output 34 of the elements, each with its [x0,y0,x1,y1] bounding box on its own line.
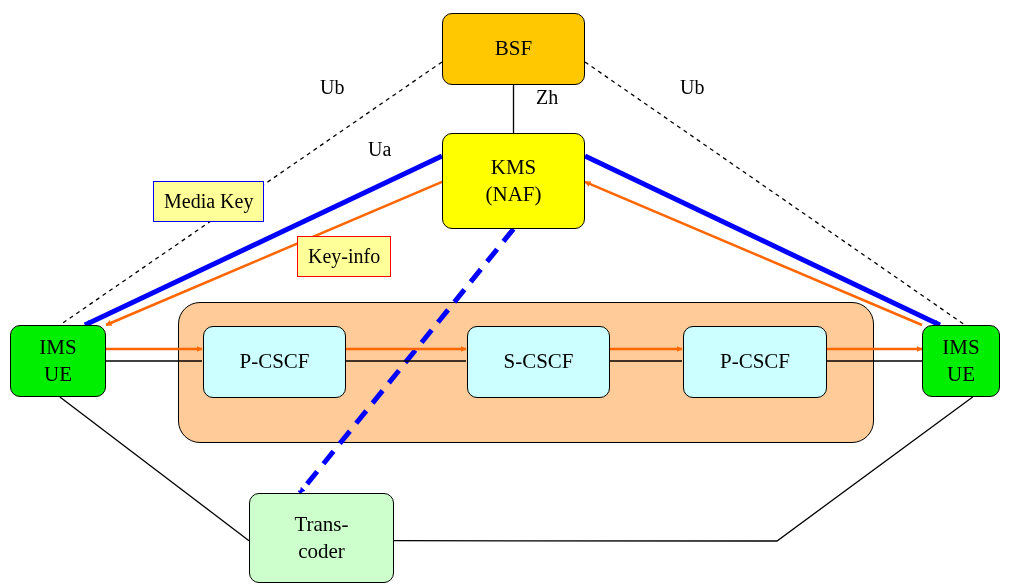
process-box [249,493,394,583]
node-label: Trans- coder [293,510,350,565]
arrow [826,346,923,352]
process-box [442,133,585,229]
node-label: S-CSCF [503,348,574,376]
connector-line [59,396,250,542]
node-label: IMS UE [941,333,981,388]
process-box [10,325,106,397]
connector-line [825,360,923,362]
connector-line [105,360,203,362]
arrow [584,180,923,327]
node-label: P-CSCF [719,348,790,376]
arrow [105,180,443,327]
connector-line [584,61,966,326]
node-label: P-CSCF [239,348,310,376]
node-label: IMS UE [38,333,78,388]
process-box [442,13,585,85]
arrow [106,346,203,352]
connector-line [608,360,683,362]
node-label: KMS (NAF) [484,153,543,208]
node-label: BSF [494,35,533,63]
connector-line [393,396,974,542]
process-box [203,326,346,398]
arrow [297,227,516,495]
arrow [345,346,467,352]
process-box [922,325,1000,397]
connector-line [344,360,467,362]
process-box [683,326,827,398]
arrow [609,346,683,352]
edge-label: Key-info [297,236,392,277]
process-box [467,326,610,398]
group-container [178,302,874,443]
edge-label: Media Key [153,181,265,222]
connector-line [512,84,515,134]
